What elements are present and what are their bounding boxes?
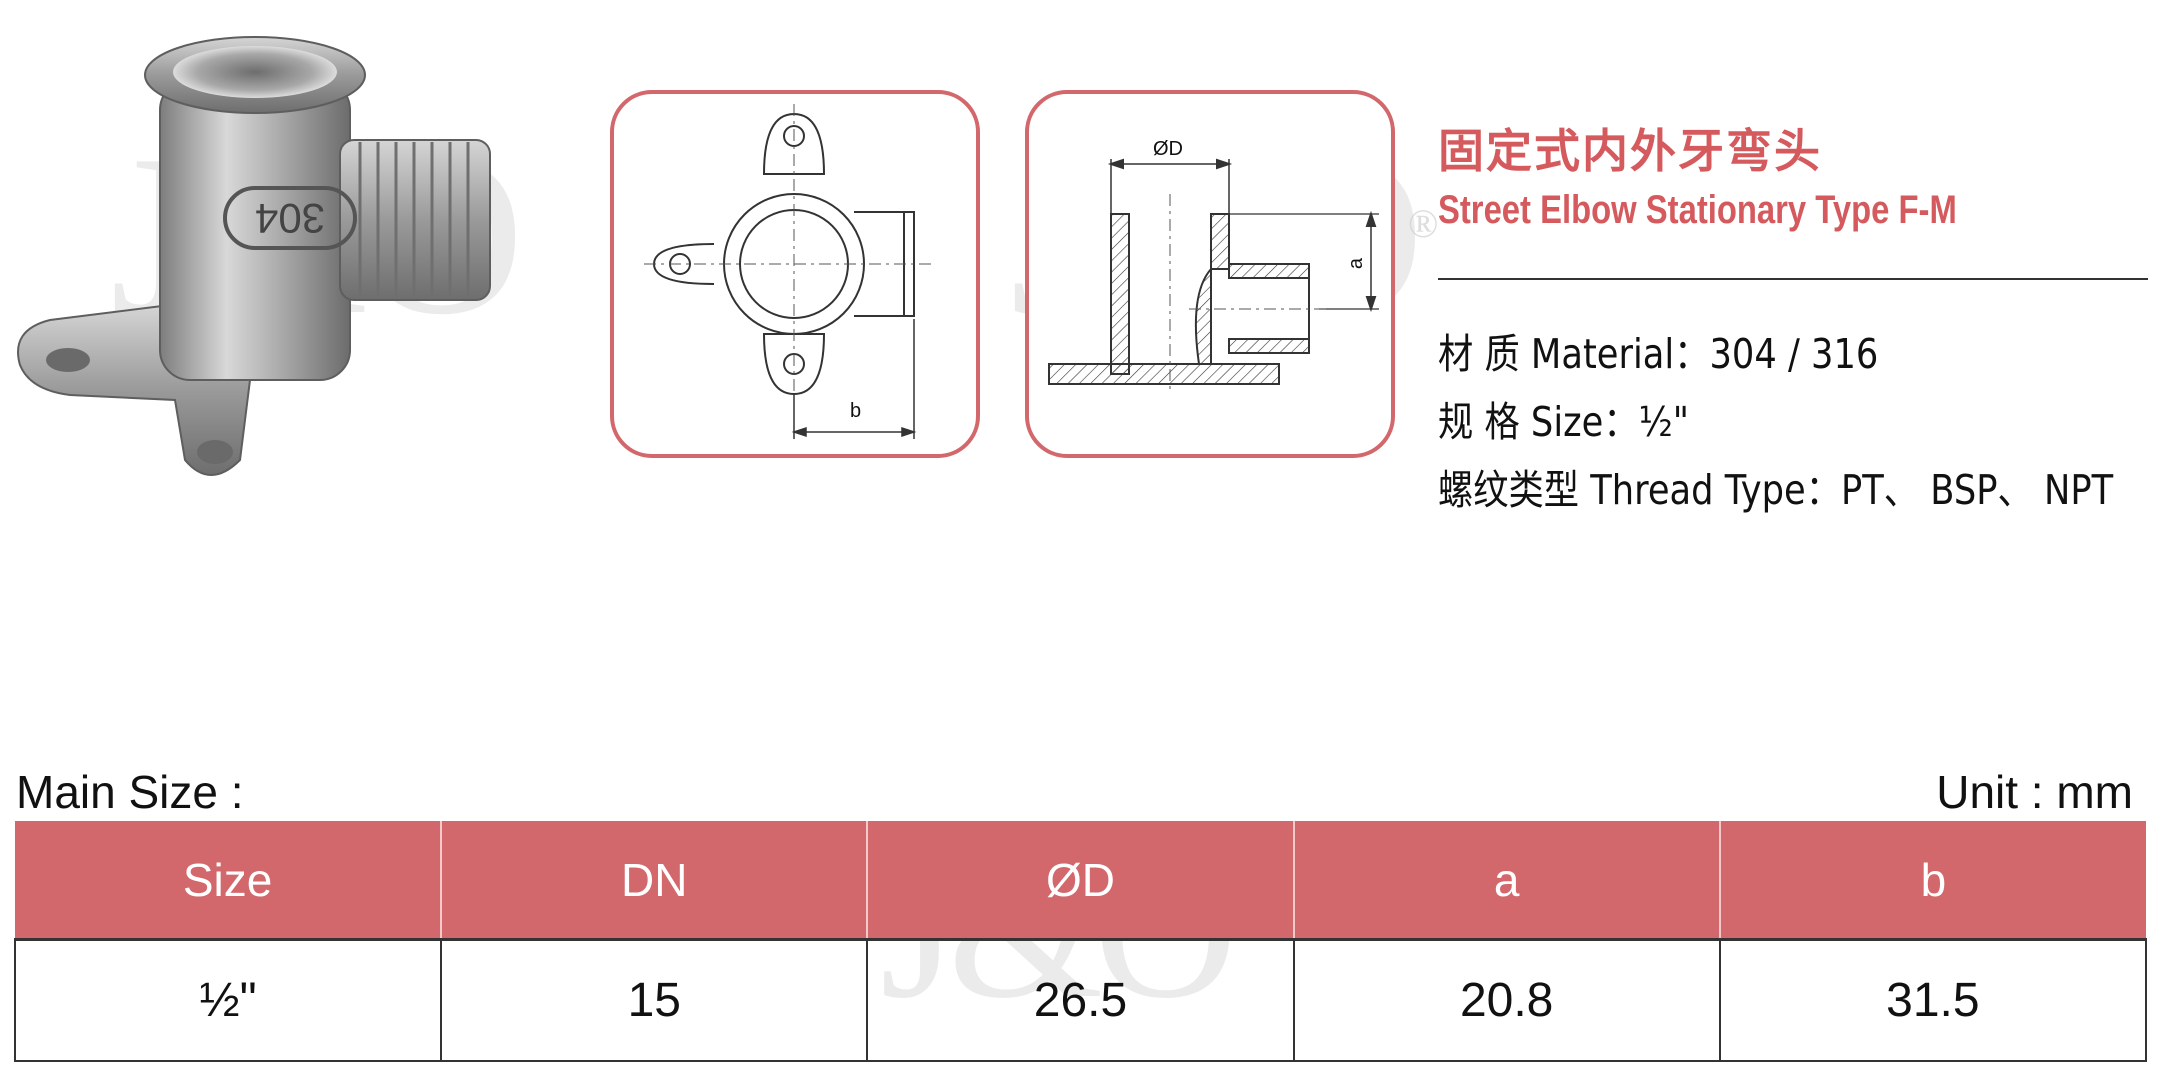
table-header-cell: a [1292, 821, 1721, 940]
table-cell: 26.5 [866, 938, 1295, 1062]
dimension-label-phid: ØD [1153, 138, 1183, 160]
dimension-label-a: a [1345, 257, 1368, 270]
spec-thread: 螺纹类型 Thread Type：PT、 BSP、 NPT [1438, 456, 2113, 516]
table-row: ½" 15 26.5 20.8 31.5 [13, 938, 2148, 1062]
table-header-cell: ØD [866, 821, 1295, 940]
spec-size-label: 规 格 Size： [1438, 398, 1639, 446]
spec-material: 材 质 Material：304 / 316 [1438, 320, 1878, 380]
table-header-cell: DN [440, 821, 869, 940]
product-title-cn: 固定式内外牙弯头 [1438, 124, 1822, 178]
table-cell: 15 [440, 938, 869, 1062]
drawing-section-view: ØD a [1025, 90, 1395, 458]
table-header-cell: b [1718, 821, 2146, 940]
table-caption-unit: Unit : mm [1936, 766, 2133, 818]
table-header-cell: Size [15, 821, 443, 940]
product-photo: 304 [17, 36, 491, 476]
drawing-top-view: b [610, 90, 980, 458]
spec-thread-label: 螺纹类型 Thread Type： [1438, 466, 1842, 514]
spec-size: 规 格 Size：½" [1438, 388, 1689, 448]
spec-material-value: 304 / 316 [1709, 330, 1879, 378]
spec-thread-value: PT、 BSP、 NPT [1841, 466, 2114, 514]
title-divider [1438, 278, 2148, 280]
size-table: Size DN ØD a b ½" 15 26.5 20.8 31.5 [13, 821, 2148, 1062]
dimension-label-b: b [850, 400, 862, 422]
table-cell: 20.8 [1292, 938, 1721, 1062]
spec-material-label: 材 质 Material： [1438, 330, 1710, 378]
table-cell: ½" [13, 938, 443, 1062]
watermark-registered-mark: ® [1408, 201, 1439, 246]
table-cell: 31.5 [1718, 938, 2148, 1062]
spec-size-value: ½" [1638, 398, 1689, 446]
product-title-en: Street Elbow Stationary Type F-M [1438, 188, 1957, 232]
table-caption-main-size: Main Size : [16, 766, 244, 818]
table-header-row: Size DN ØD a b [15, 821, 2146, 940]
stamp-text: 304 [255, 195, 325, 242]
